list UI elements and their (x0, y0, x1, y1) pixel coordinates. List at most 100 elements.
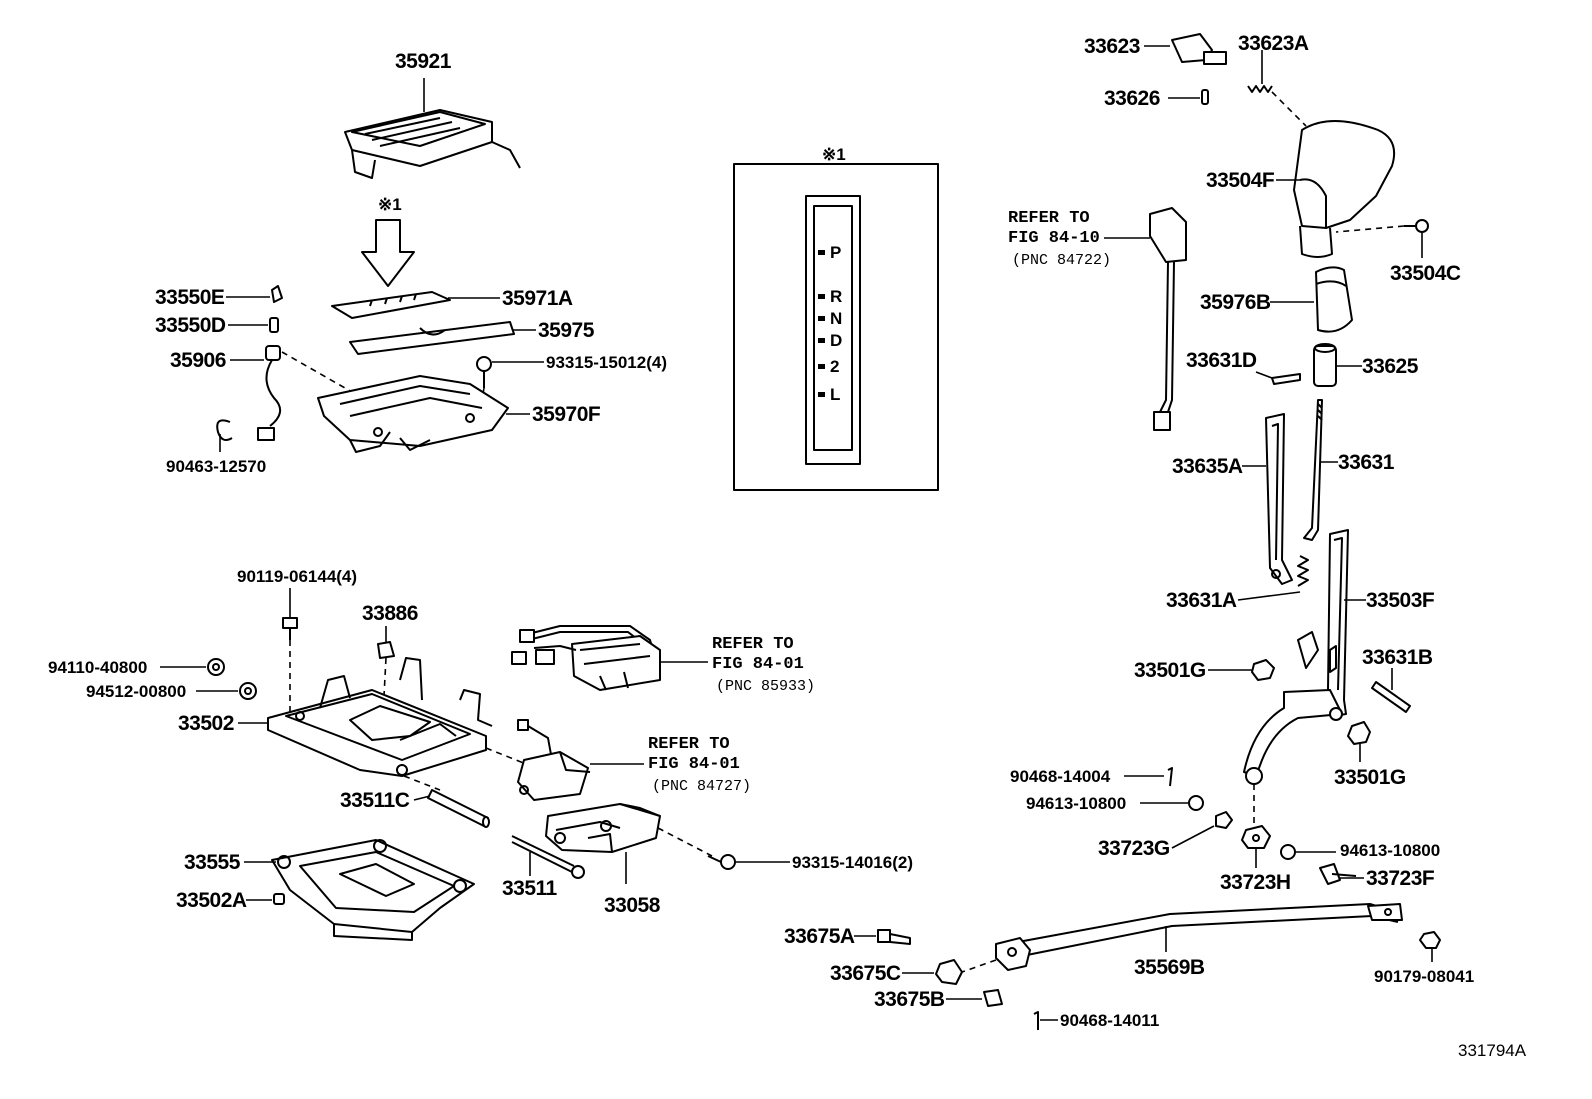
part-33723H-bushing (1241, 825, 1271, 849)
label-94613-10800-a: 94613-10800 (1026, 794, 1126, 813)
figure-code: 331794A (1458, 1041, 1527, 1060)
label-33675B: 33675B (874, 988, 945, 1011)
label-33886: 33886 (362, 602, 418, 625)
part-94110-40800-nut (207, 658, 225, 676)
part-90463-12570-clip (216, 419, 233, 441)
part-93315-14016-screw (707, 854, 736, 870)
part-33675C-bushing (935, 959, 963, 985)
part-90468-14011-clip (1033, 1011, 1039, 1030)
label-33635A: 33635A (1172, 455, 1243, 478)
label-33501G-a: 33501G (1134, 659, 1206, 682)
part-33723F-bolt (1319, 863, 1357, 885)
label-33502A: 33502A (176, 889, 247, 912)
label-93315-15012: 93315-15012(4) (546, 353, 667, 372)
part-35970F-base (317, 375, 509, 453)
label-33503F: 33503F (1366, 589, 1435, 612)
part-94512-00800-washer (239, 682, 257, 700)
part-90179-08041-nut (1419, 931, 1441, 949)
big-down-arrow (361, 219, 415, 287)
label-33631: 33631 (1338, 451, 1395, 474)
gear-2: 2 (830, 357, 839, 376)
label-33501G-b: 33501G (1334, 766, 1406, 789)
part-33635A-plate (1265, 413, 1293, 585)
part-33631-rod (1303, 399, 1323, 541)
part-solenoid-84727 (517, 719, 591, 801)
gear-N: N (830, 309, 842, 328)
ref-84727-line1: REFER TO (648, 735, 730, 754)
indicator-strip-inner (813, 205, 853, 451)
label-35975: 35975 (538, 319, 595, 342)
part-33631D-pin (1271, 373, 1301, 385)
part-33675A-bolt (877, 929, 911, 945)
label-33504F: 33504F (1206, 169, 1275, 192)
gear-D: D (830, 331, 842, 350)
label-33623: 33623 (1084, 35, 1140, 58)
label-33555: 33555 (184, 851, 241, 874)
part-connector-85933 (511, 625, 661, 691)
label-94512-00800: 94512-00800 (86, 682, 186, 701)
label-33511: 33511 (502, 877, 558, 900)
label-33631A: 33631A (1166, 589, 1237, 612)
inset-frame (733, 163, 939, 491)
shift-base-group: 90119-06144(4) 33886 94110-40800 94512-0… (48, 567, 913, 941)
label-33631B: 33631B (1362, 646, 1433, 669)
label-35921: 35921 (395, 50, 452, 73)
part-90468-14004-clip (1167, 767, 1173, 787)
part-33675B-bushing (983, 989, 1003, 1007)
gear-L: L (830, 385, 840, 404)
part-33504C-screw (1404, 219, 1429, 233)
label-33623A: 33623A (1238, 32, 1309, 55)
part-33723G-bushing (1215, 811, 1233, 829)
gear-position-marks (818, 250, 825, 397)
part-33501G-nut-b (1347, 721, 1371, 745)
label-33631D: 33631D (1186, 349, 1257, 372)
label-90179-08041: 90179-08041 (1374, 967, 1474, 986)
part-33502-shift-base (267, 657, 493, 777)
ref-84727-line2: FIG 84-01 (648, 755, 740, 774)
part-35921-housing (344, 109, 521, 179)
ref-85933-line3: (PNC 85933) (716, 678, 815, 695)
inset-note-mark: ※1 (822, 145, 846, 164)
label-35971A: 35971A (502, 287, 573, 310)
label-33502: 33502 (178, 712, 234, 735)
label-35970F: 35970F (532, 403, 601, 426)
label-33550D: 33550D (155, 314, 226, 337)
part-94613-10800-washer-b (1280, 844, 1296, 860)
part-35976B-boot (1315, 266, 1353, 333)
part-33886-clip (377, 641, 395, 659)
label-35906: 35906 (170, 349, 226, 372)
note-mark-1: ※1 (378, 195, 402, 214)
part-33631B-pin (1371, 681, 1411, 713)
label-33058: 33058 (604, 894, 661, 917)
gear-P: P (830, 243, 841, 262)
ref-84727-line3: (PNC 84727) (652, 778, 751, 795)
label-93315-14016: 93315-14016(2) (792, 853, 913, 872)
part-94613-10800-washer-a (1188, 795, 1204, 811)
ref-85933-line1: REFER TO (712, 635, 794, 654)
label-94110-40800: 94110-40800 (48, 658, 147, 677)
label-33504C: 33504C (1390, 262, 1461, 285)
ref-84722-line2: FIG 84-10 (1008, 229, 1100, 248)
part-90119-06144-bolt (282, 617, 298, 640)
label-33625: 33625 (1362, 355, 1419, 378)
label-33723F: 33723F (1366, 867, 1435, 890)
label-33675C: 33675C (830, 962, 901, 985)
label-33550E: 33550E (155, 286, 225, 309)
label-33723H: 33723H (1220, 871, 1291, 894)
part-33626-pin (1201, 89, 1209, 105)
label-33626: 33626 (1104, 87, 1160, 110)
part-33503F-lever (1243, 529, 1349, 785)
part-35906-harness (257, 345, 281, 441)
part-35975-plate (349, 321, 515, 355)
part-33631A-spring (1297, 555, 1309, 587)
label-90468-14004: 90468-14004 (1010, 767, 1111, 786)
label-33511C: 33511C (340, 789, 410, 812)
part-84722-switch (1149, 207, 1187, 431)
part-35569B-rod (995, 903, 1403, 971)
part-33625-collar (1313, 343, 1337, 387)
label-94613-10800-b: 94613-10800 (1340, 841, 1440, 860)
label-35569B: 35569B (1134, 956, 1205, 979)
label-33723G: 33723G (1098, 837, 1170, 860)
indicator-housing-group: 35921 ※1 35971A 35975 33550E 33550D (155, 50, 667, 476)
